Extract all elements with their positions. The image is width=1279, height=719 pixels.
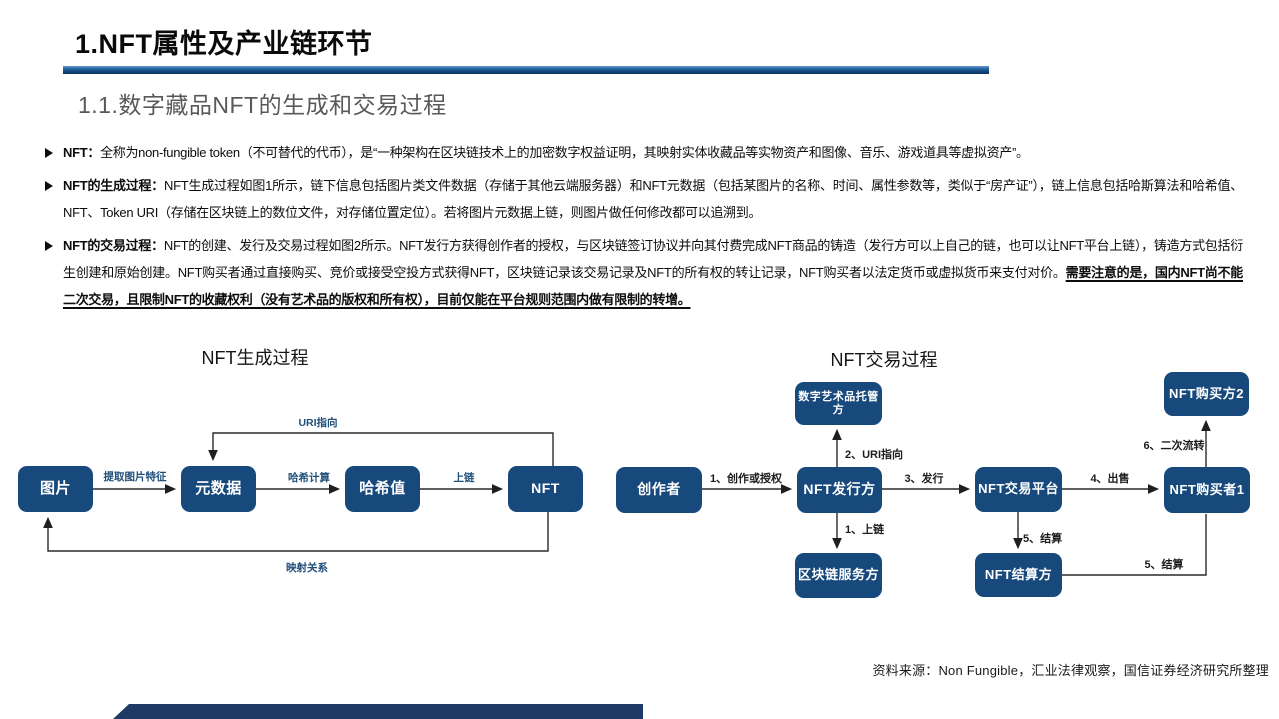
node-buyer-1: NFT购买者1 [1164,467,1250,513]
node-creator: 创作者 [616,467,702,513]
line-settle-elbow [1062,514,1207,576]
bullet-lead: NFT： [63,145,101,160]
generation-diagram-title: NFT生成过程 [201,348,309,368]
node-metadata: 元数据 [181,466,256,512]
edge-label-uri-point-2: 2、URI指向 [845,449,904,461]
edge-label-settle-right: 5、结算 [1144,559,1184,571]
node-hash-value: 哈希值 [345,466,420,512]
edge-label-create-auth: 1、创作或授权 [709,473,783,485]
node-image: 图片 [18,466,93,512]
bullet-emphasis-text: 需要注意的是，国内NFT尚不能二次交易，且限制NFT的收藏权利（没有艺术品的版权… [63,265,1243,307]
bullet-list: NFT：全称为non-fungible token（不可替代的代币），是“一种架… [45,139,1243,319]
edge-label-mapping: 映射关系 [286,562,328,574]
bullet-text: 全称为non-fungible token（不可替代的代币），是“一种架构在区块… [100,145,1029,160]
node-custodian: 数字艺术品托管方 [795,382,882,425]
page-title: 1.NFT属性及产业链环节 [75,29,373,59]
edge-label-uri-point: URI指向 [298,417,338,429]
bullet-item-nft-generation: NFT的生成过程：NFT生成过程如图1所示，链下信息包括图片类文件数据（存储于其… [45,172,1243,226]
edge-label-issue: 3、发行 [904,473,944,485]
node-buyer-2: NFT购买方2 [1164,372,1249,416]
bullet-lead: NFT的生成过程： [63,178,165,193]
arrow-uri-arc [208,432,554,466]
bullet-arrow-icon [45,148,53,158]
section-subtitle: 1.1.数字藏品NFT的生成和交易过程 [78,92,447,118]
bullet-text: NFT的创建、发行及交易过程如图2所示。NFT发行方获得创作者的授权，与区块链签… [63,238,1243,280]
bullet-arrow-icon [45,241,53,251]
edge-label-on-chain: 上链 [453,472,475,484]
bullet-text: NFT生成过程如图1所示，链下信息包括图片类文件数据（存储于其他云端服务器）和N… [63,178,1243,220]
node-nft: NFT [508,466,583,512]
title-underline-bar [63,66,989,74]
node-blockchain-service: 区块链服务方 [795,553,882,598]
edge-label-on-chain-1: 1、上链 [845,524,885,536]
edge-label-sell: 4、出售 [1090,473,1130,485]
edge-label-resale: 6、二次流转 [1143,440,1205,452]
bullet-item-nft-trading: NFT的交易过程：NFT的创建、发行及交易过程如图2所示。NFT发行方获得创作者… [45,232,1243,313]
trade-diagram-title: NFT交易过程 [830,350,938,370]
edge-label-settle-down: 5、结算 [1023,533,1063,545]
bullet-arrow-icon [45,181,53,191]
node-issuer: NFT发行方 [797,467,882,513]
footer-decoration-bar [113,704,643,719]
node-settlement: NFT结算方 [975,553,1062,597]
edge-label-hash-calc: 哈希计算 [288,472,330,484]
node-trade-platform: NFT交易平台 [975,467,1062,512]
edge-label-extract-features: 提取图片特征 [103,471,167,483]
arrow-mapping-arc [43,512,549,552]
bullet-lead: NFT的交易过程： [63,238,164,253]
bullet-item-nft-definition: NFT：全称为non-fungible token（不可替代的代币），是“一种架… [45,139,1243,166]
source-note: 资料来源：Non Fungible，汇业法律观察，国信证券经济研究所整理 [872,663,1269,678]
